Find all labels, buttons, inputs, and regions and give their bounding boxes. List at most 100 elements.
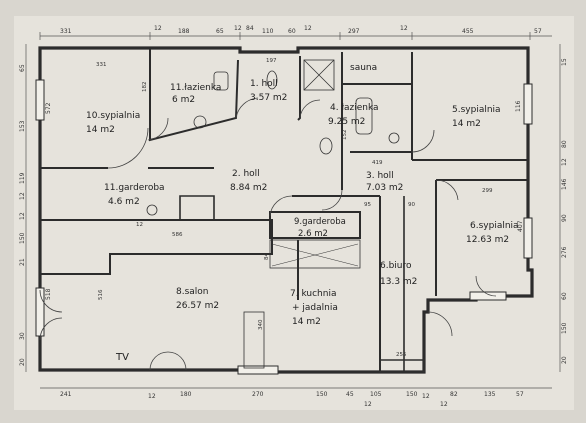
dimensions-bottom: 241 12 180 270 150 45 105 12 150 12 82 1… [60, 391, 524, 408]
room-name-sypialnia10: 10.sypialnia [86, 111, 140, 121]
room-area-sypialnia10: 14 m2 [86, 125, 115, 135]
room-area-biuro: 13.3 m2 [380, 277, 417, 287]
room-name-biuro: 6.biuro [380, 261, 412, 271]
dim-bottom-3: 270 [252, 391, 264, 398]
dim-inner-3: 419 [372, 160, 383, 166]
dim-right-4: 146 [561, 178, 568, 190]
dim-bottom-0: 241 [60, 391, 72, 398]
room-name-salon: 8.salon [176, 287, 209, 297]
room-name-sypialnia5: 5.sypialnia [452, 105, 501, 115]
room-area-kuchnia: 14 m2 [292, 317, 321, 327]
dim-bottom-6: 105 [370, 391, 382, 398]
room-area-holl2: 8.84 m2 [230, 183, 267, 193]
dim-left-4: 12 [19, 192, 26, 200]
dim-bottom-2: 180 [180, 391, 192, 398]
dimensions-right: 15 116 80 12 146 407 90 276 60 150 20 [515, 58, 568, 364]
dimension-lines [25, 32, 561, 389]
room-name-sypialnia6: 6.sypialnia [470, 221, 519, 231]
dim-right-1: 116 [515, 100, 522, 112]
dimensions-top: 331 12 188 65 12 84 110 60 12 297 12 455… [60, 25, 542, 35]
dim-left-10: 20 [19, 358, 26, 366]
dim-inner-7: 95 [364, 202, 371, 208]
dim-right-8: 60 [561, 292, 568, 300]
dim-right-2: 80 [561, 140, 568, 148]
room-name2-kuchnia: + jadalnia [292, 303, 338, 313]
dim-inner-0: 331 [96, 62, 107, 68]
windows [35, 79, 533, 375]
dim-left-3: 119 [19, 172, 26, 184]
dim-right-10: 20 [561, 356, 568, 364]
dim-inner-10: 255 [396, 352, 407, 358]
dim-left-1: 572 [45, 102, 52, 114]
dim-bottom-5: 45 [346, 391, 354, 398]
dim-bottom-4: 150 [316, 391, 328, 398]
dim-bottom-7: 12 [364, 401, 372, 408]
dim-left-6: 150 [19, 232, 26, 244]
dim-top-4: 12 [234, 25, 242, 32]
room-name-kuchnia: 7. kuchnia [290, 289, 336, 299]
dim-left-9: 30 [19, 332, 26, 340]
dim-top-1: 12 [154, 25, 162, 32]
dim-right-6: 90 [561, 214, 568, 222]
dim-inner-2: 197 [266, 58, 277, 64]
dim-left-5: 12 [19, 212, 26, 220]
dim-top-8: 12 [304, 25, 312, 32]
dim-inner-8: 90 [408, 202, 415, 208]
dim-left-2: 153 [19, 120, 26, 132]
dim-right-7: 276 [561, 246, 568, 258]
room-name-holl3: 3. holl [366, 171, 394, 181]
tv-label: TV [115, 352, 129, 363]
dim-inner-4: 152 [342, 130, 348, 141]
dim-top-10: 12 [400, 25, 408, 32]
dim-inner-11: 84 [264, 253, 270, 260]
room-name-lazienka11: 11.łazienka [170, 83, 221, 93]
dim-inner-6: 299 [482, 188, 493, 194]
room-name-holl2: 2. holl [232, 169, 260, 179]
dim-top-9: 297 [348, 28, 360, 35]
room-area-sypialnia6: 12.63 m2 [466, 235, 509, 245]
room-area-lazienka4: 9.25 m2 [328, 117, 365, 127]
dim-bottom-11: 12 [440, 401, 448, 408]
room-area-garderoba11: 4.6 m2 [108, 197, 140, 207]
dim-bottom-9: 12 [422, 393, 430, 400]
dim-left-7: 21 [19, 258, 26, 266]
room-labels: 11.łazienka 6 m2 1. holl 3.57 m2 sauna 4… [86, 63, 519, 363]
fixtures [146, 59, 425, 373]
room-area-lazienka11: 6 m2 [172, 95, 195, 105]
dim-top-3: 65 [216, 28, 224, 35]
dim-right-9: 150 [561, 322, 568, 334]
room-name-holl1: 1. holl [250, 79, 278, 89]
dim-bottom-12: 135 [484, 391, 496, 398]
dim-top-2: 188 [178, 28, 190, 35]
dim-right-5: 407 [517, 220, 524, 232]
dim-top-7: 60 [288, 28, 296, 35]
room-area-sypialnia5: 14 m2 [452, 119, 481, 129]
dim-top-12: 57 [534, 28, 542, 35]
dim-top-5: 84 [246, 25, 254, 32]
dim-bottom-13: 57 [516, 391, 524, 398]
doors [39, 97, 497, 371]
dim-inner-9: 340 [258, 319, 264, 330]
room-name-garderoba9: 9.garderoba [294, 217, 346, 227]
room-name-lazienka4: 4. łazienka [330, 103, 379, 113]
room-area-holl1: 3.57 m2 [250, 93, 287, 103]
dimensions-inner: 331 182 197 419 152 586 299 95 90 340 25… [96, 58, 493, 358]
dim-top-11: 455 [462, 28, 474, 35]
dim-inner-1: 182 [142, 82, 148, 93]
dim-inner-12: 12 [136, 222, 143, 228]
dim-bottom-10: 82 [450, 391, 458, 398]
dim-left-0: 65 [19, 64, 26, 72]
dim-left-8: 518 [45, 288, 52, 300]
room-name-sauna: sauna [350, 63, 377, 73]
room-name-garderoba11: 11.garderoba [104, 183, 165, 193]
room-area-garderoba9: 2.6 m2 [298, 229, 328, 239]
room-area-holl3: 7.03 m2 [366, 183, 403, 193]
room-area-salon: 26.57 m2 [176, 301, 219, 311]
dim-inner-13: 516 [98, 289, 104, 300]
dim-bottom-8: 150 [406, 391, 418, 398]
dim-right-0: 15 [561, 58, 568, 66]
dimensions-left: 65 572 153 119 12 12 150 21 518 30 20 [19, 64, 52, 366]
dim-inner-5: 586 [172, 232, 183, 238]
dim-right-3: 12 [561, 158, 568, 166]
